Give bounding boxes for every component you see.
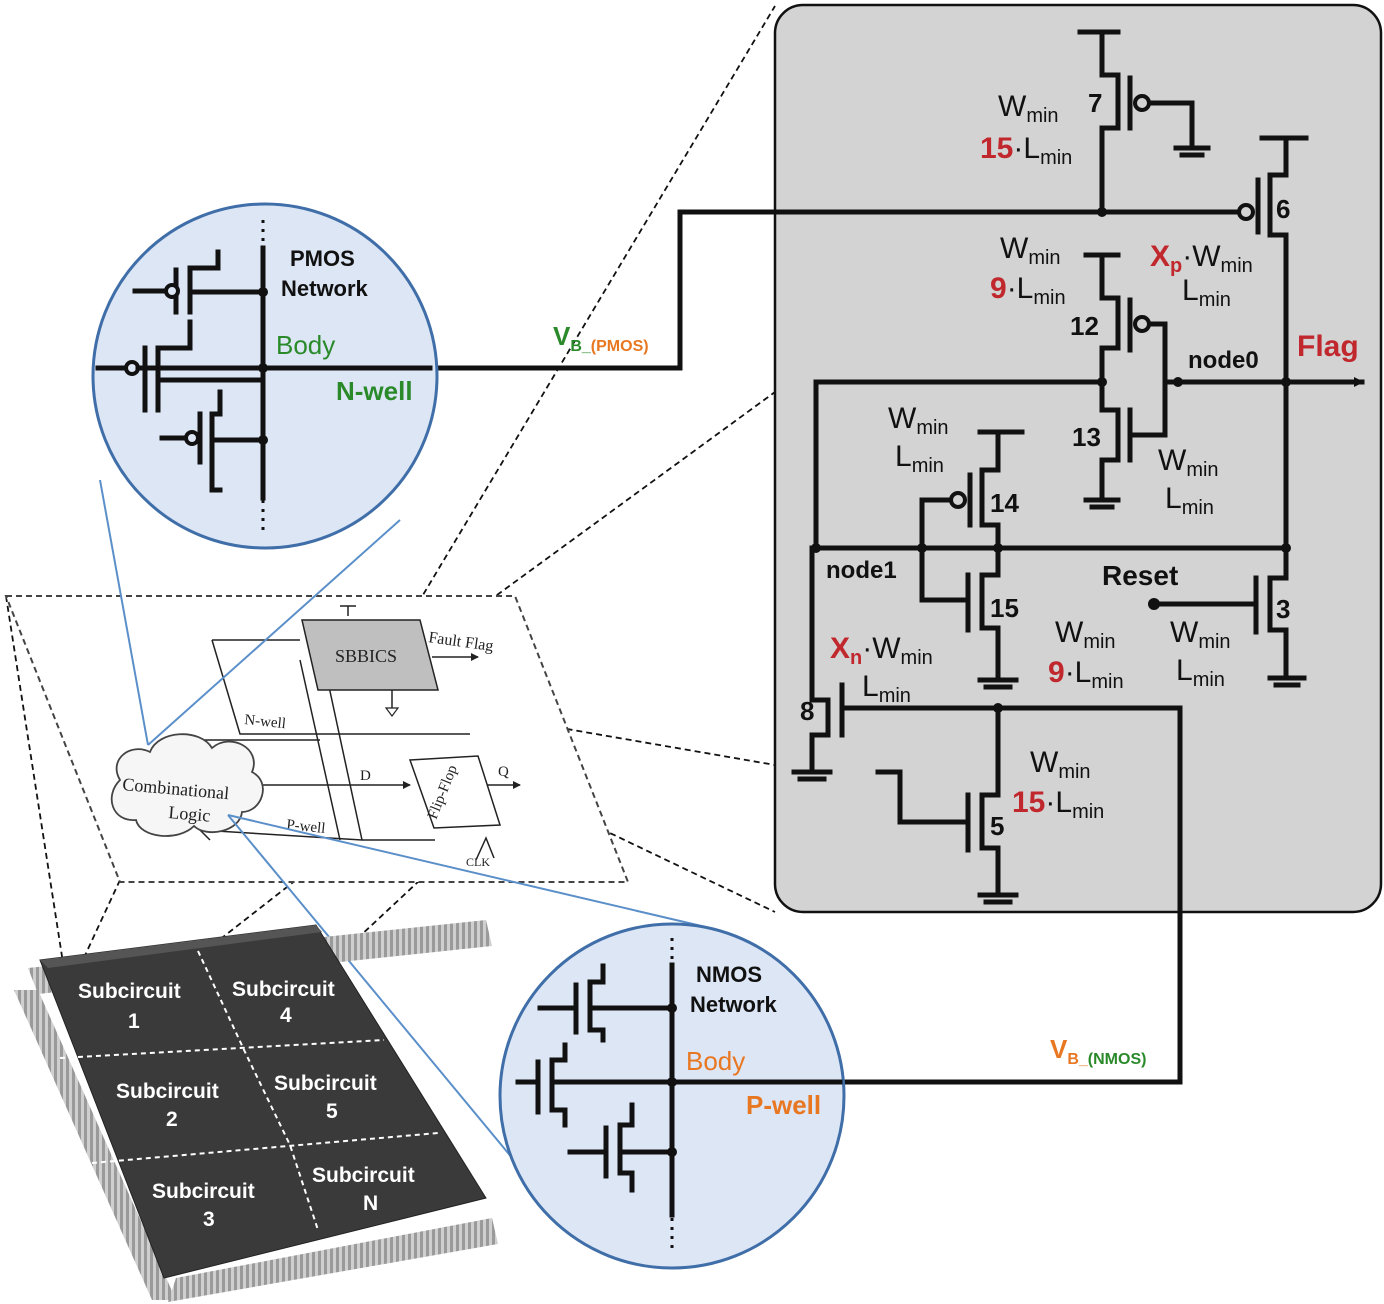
pwell-block-label: P-well bbox=[286, 817, 327, 837]
t14-l: Lmin bbox=[895, 440, 944, 477]
d-label: D bbox=[360, 768, 371, 784]
t7-l: 15·Lmin bbox=[980, 132, 1072, 169]
chip-cell-n-num: N bbox=[363, 1192, 378, 1215]
label-t7: 7 bbox=[1088, 88, 1102, 118]
transistor-14 bbox=[919, 429, 1025, 603]
label-t12: 12 bbox=[1070, 311, 1099, 341]
reset-label: Reset bbox=[1102, 560, 1178, 591]
t3-l: Lmin bbox=[1176, 654, 1225, 691]
chip-cell-5-name: Subcircuit bbox=[274, 1072, 377, 1095]
clk-label: CLK bbox=[466, 855, 490, 869]
transistor-5 bbox=[875, 705, 1019, 905]
t12-l: 9·Lmin bbox=[990, 272, 1066, 309]
nmos-title-1: NMOS bbox=[696, 962, 762, 987]
sbbics-circuit-panel bbox=[773, 3, 1383, 914]
t13-l: Lmin bbox=[1165, 482, 1214, 519]
comb-logic-2: Logic bbox=[168, 802, 212, 826]
pmos-title-1: PMOS bbox=[290, 246, 355, 271]
chip-cell-4-name: Subcircuit bbox=[232, 978, 335, 1001]
vb-nmos-label: VB_(NMOS) bbox=[1050, 1034, 1146, 1068]
flag-label: Flag bbox=[1297, 330, 1359, 363]
t6-l: Lmin bbox=[1182, 274, 1231, 311]
chip-cell-n-name: Subcircuit bbox=[312, 1164, 415, 1187]
inverter-12-13-nets bbox=[813, 377, 1365, 387]
t8-l: Lmin bbox=[862, 670, 911, 707]
label-t8: 8 bbox=[800, 696, 814, 726]
sbbics-box-label: SBBICS bbox=[335, 646, 397, 666]
t6-w: Xp·Wmin bbox=[1150, 240, 1253, 277]
label-t3: 3 bbox=[1276, 594, 1290, 624]
vb-pmos-wire bbox=[427, 209, 1105, 371]
node1-label: node1 bbox=[826, 557, 897, 584]
chip-cell-5-num: 5 bbox=[326, 1100, 338, 1123]
chip-cell-1-num: 1 bbox=[128, 1010, 140, 1033]
chip-cell-1-name: Subcircuit bbox=[78, 980, 181, 1003]
pmos-network-zoom bbox=[91, 202, 439, 550]
label-t5: 5 bbox=[990, 811, 1004, 841]
t15-l: 9·Lmin bbox=[1048, 656, 1124, 693]
t8-w: Xn·Wmin bbox=[830, 632, 933, 669]
transistor-7 bbox=[1077, 29, 1211, 215]
t5-l: 15·Lmin bbox=[1012, 786, 1104, 823]
nmos-network-zoom bbox=[498, 922, 846, 1270]
nwell-label: N-well bbox=[336, 376, 413, 406]
t5-w: Wmin bbox=[1030, 746, 1091, 783]
transistor-12 bbox=[1083, 252, 1168, 385]
t7-w: Wmin bbox=[998, 90, 1059, 127]
t3-w: Wmin bbox=[1170, 616, 1231, 653]
pmos-body-label: Body bbox=[276, 330, 335, 360]
transistor-3 bbox=[1148, 545, 1307, 688]
transistor-15 bbox=[919, 545, 1019, 690]
pmos-title-2: Network bbox=[281, 276, 369, 301]
chip-cell-4-num: 4 bbox=[280, 1004, 292, 1027]
chip-cell-3-num: 3 bbox=[203, 1208, 215, 1231]
pwell-label: P-well bbox=[746, 1090, 821, 1120]
t12-w: Wmin bbox=[1000, 232, 1061, 269]
label-t13: 13 bbox=[1072, 422, 1101, 452]
nmos-body-label: Body bbox=[686, 1046, 745, 1076]
nwell-block-label: N-well bbox=[244, 712, 287, 732]
block-diagram bbox=[4, 595, 630, 883]
chip-cell-2-name: Subcircuit bbox=[116, 1080, 219, 1103]
t15-w: Wmin bbox=[1055, 616, 1116, 653]
t13-w: Wmin bbox=[1158, 444, 1219, 481]
chip-cell-3-name: Subcircuit bbox=[152, 1180, 255, 1203]
label-t14: 14 bbox=[990, 488, 1019, 518]
blue-zoom-lines bbox=[99, 479, 711, 1166]
chip-cell-2-num: 2 bbox=[166, 1108, 178, 1131]
label-t15: 15 bbox=[990, 593, 1019, 623]
vb-pmos-label: VB_(PMOS) bbox=[553, 321, 649, 355]
node0-label: node0 bbox=[1188, 347, 1259, 374]
label-t6: 6 bbox=[1276, 194, 1290, 224]
nmos-title-2: Network bbox=[690, 992, 778, 1017]
chip bbox=[14, 920, 498, 1302]
t14-w: Wmin bbox=[888, 402, 949, 439]
q-label: Q bbox=[498, 764, 509, 780]
transistor-13 bbox=[1083, 379, 1168, 510]
